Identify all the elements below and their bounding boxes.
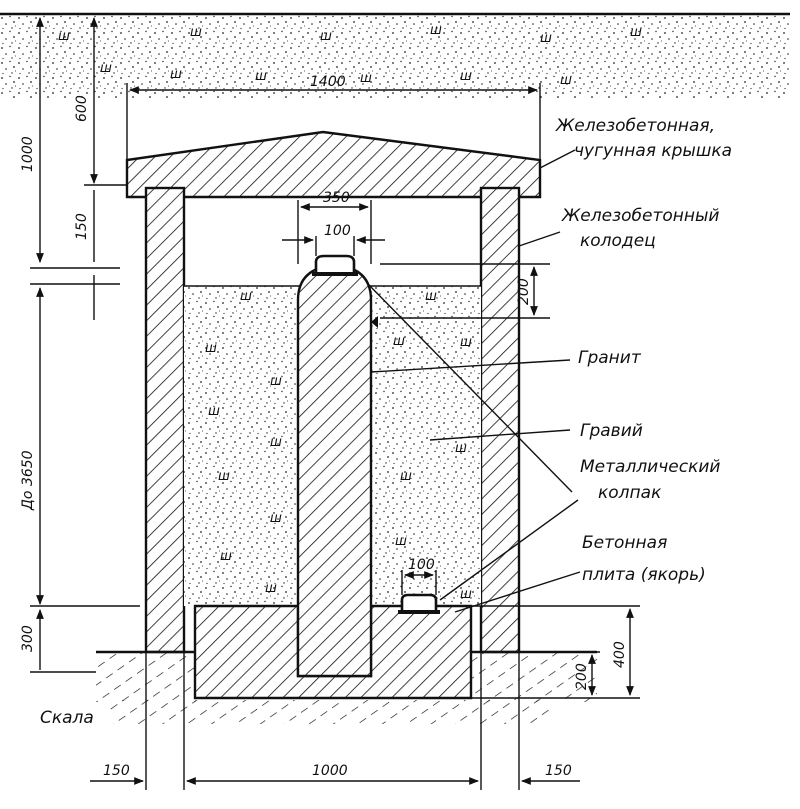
well-wall-left [144,186,186,654]
svg-text:ш: ш [220,549,232,564]
svg-text:ш: ш [560,73,572,88]
granite-pillar [296,263,373,678]
svg-text:ш: ш [460,587,472,602]
svg-text:ш: ш [360,71,372,86]
dim-bottom-mid: 1000 [312,763,348,779]
dim-cap-height: 200 [516,278,532,305]
label-slab-line2: плита (якорь) [582,565,706,585]
svg-text:ш: ш [630,25,642,40]
label-cover-line1: Железобетонная, [555,116,715,136]
svg-text:ш: ш [190,25,202,40]
svg-text:ш: ш [395,534,407,549]
leader-lines [367,149,581,613]
dim-pillar-width: 350 [323,190,350,206]
label-granite: Гранит [578,348,642,368]
svg-text:ш: ш [170,67,182,82]
label-well-line2: колодец [580,231,656,251]
dim-base-height: 300 [20,625,36,652]
metal-cap-bottom [398,593,440,614]
label-well-line1: Железобетонный [561,206,719,226]
svg-text:ш: ш [460,69,472,84]
dim-anchor-height: 400 [612,641,628,668]
dimension-lines [15,13,640,790]
label-cover-line2: чугунная крышка [574,141,732,161]
svg-text:ш: ш [455,441,467,456]
svg-text:ш: ш [240,289,252,304]
svg-text:ш: ш [540,31,552,46]
metal-cap-top [312,254,358,276]
svg-text:ш: ш [205,341,217,356]
dim-bottom-right: 150 [545,763,572,779]
dim-cover-gap: 150 [74,213,90,240]
dim-bottom-left: 150 [103,763,130,779]
dim-well-height: До 3650 [20,450,36,511]
svg-text:ш: ш [270,374,282,389]
soil-top: ш ш ш ш ш ш ш ш ш ш ш ш [0,12,790,98]
svg-text:ш: ш [255,69,267,84]
svg-text:ш: ш [100,61,112,76]
dim-cover-depth: 600 [74,95,90,122]
well-wall-right [479,186,521,654]
svg-text:ш: ш [208,404,220,419]
dim-top-total: 1000 [20,136,36,172]
svg-text:ш: ш [425,289,437,304]
label-cap-line1: Металлический [580,457,720,477]
svg-text:ш: ш [320,29,332,44]
svg-text:ш: ш [265,581,277,596]
svg-text:ш: ш [58,29,70,44]
dim-cap-bottom-width: 100 [408,557,435,573]
label-gravel: Гравий [580,421,643,441]
svg-text:ш: ш [460,335,472,350]
label-rock: Скала [40,708,94,728]
label-cap-line2: колпак [598,483,662,503]
svg-text:ш: ш [430,23,442,38]
dim-top-width: 1400 [310,74,346,90]
svg-text:ш: ш [270,435,282,450]
dim-anchor-depth: 200 [574,663,590,690]
dim-cap-top-width: 100 [324,223,351,239]
svg-text:ш: ш [218,469,230,484]
svg-text:ш: ш [270,511,282,526]
svg-text:ш: ш [393,334,405,349]
svg-text:ш: ш [400,469,412,484]
cover-lid [125,130,542,199]
label-slab-line1: Бетонная [582,533,667,553]
